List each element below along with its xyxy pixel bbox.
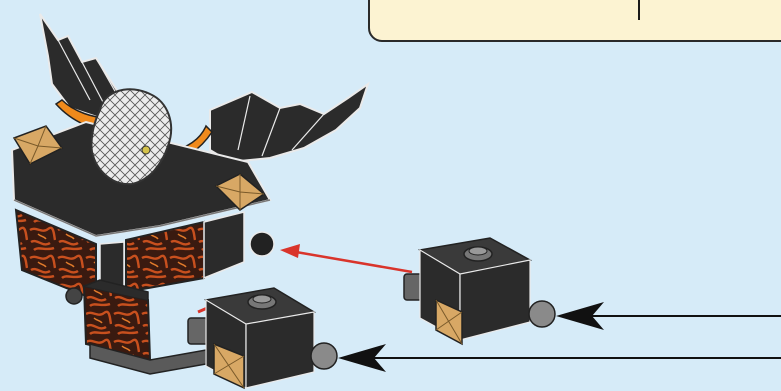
- right-wing: [210, 84, 368, 162]
- side-stud-left: [66, 288, 82, 304]
- ball-joint-lower: [311, 343, 337, 369]
- ball-joint-main: [250, 232, 274, 256]
- red-placement-arrow: [280, 244, 412, 272]
- sub-assembly-cube-upper: [404, 238, 555, 344]
- lava-wall-right: [126, 222, 204, 292]
- arrow-lower: [338, 344, 781, 372]
- arrow-upper: [556, 302, 781, 330]
- sub-assembly-cube-lower: [188, 288, 337, 388]
- ball-joint-upper: [529, 301, 555, 327]
- dark-wall-side: [204, 212, 244, 278]
